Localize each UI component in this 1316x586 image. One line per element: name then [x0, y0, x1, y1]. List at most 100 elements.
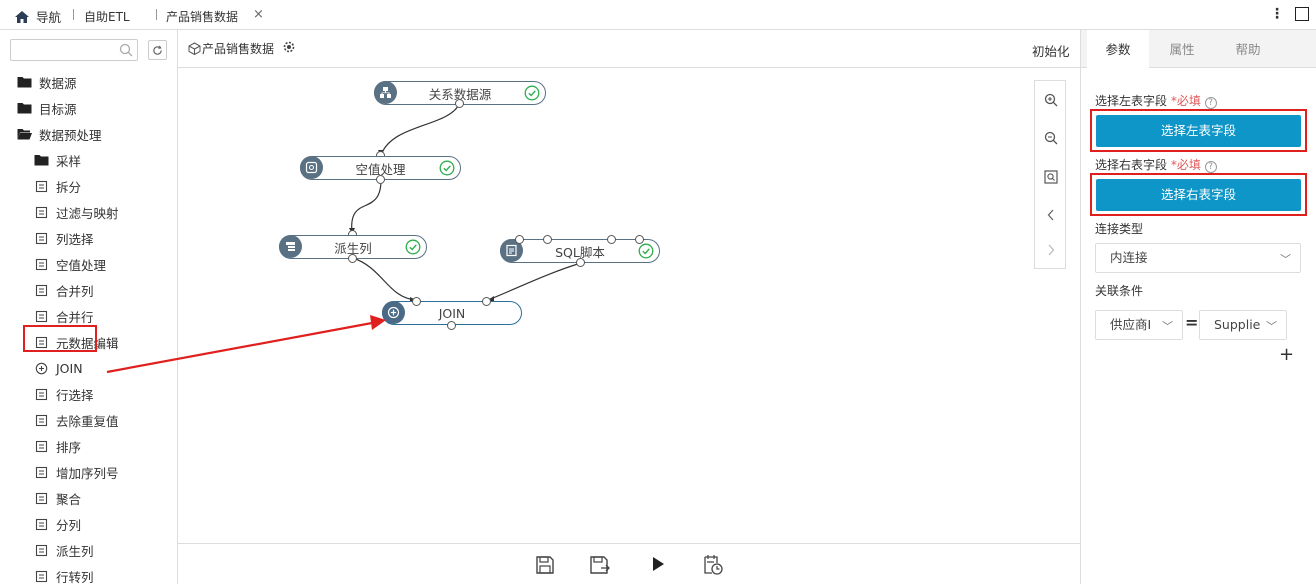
sidebar-item[interactable]: 行选择 [33, 384, 94, 404]
nav-home[interactable]: 导航 [14, 7, 61, 26]
left-button-highlight-box [1090, 109, 1307, 152]
sidebar-item[interactable]: 拆分 [33, 176, 81, 196]
sidebar-item[interactable]: 元数据编辑 [33, 332, 119, 352]
input-port[interactable] [635, 235, 644, 244]
sidebar-item[interactable]: 分列 [33, 514, 81, 534]
select-right-fields-button[interactable]: 选择右表字段 [1096, 179, 1301, 211]
divider [73, 9, 74, 20]
canvas-header: 产品销售数据 初始化 [178, 30, 1080, 68]
input-port[interactable] [543, 235, 552, 244]
sidebar-item[interactable]: 聚合 [33, 488, 81, 508]
sidebar-item-label: 增加序列号 [56, 465, 119, 481]
node-label: 空值处理 [355, 161, 406, 177]
sidebar-item-label: 过滤与映射 [56, 205, 119, 221]
refresh-button[interactable] [148, 40, 167, 60]
sidebar-item-label: 数据源 [39, 75, 77, 91]
etl-crumb[interactable]: 自助ETL [84, 10, 130, 24]
schedule-icon[interactable] [702, 554, 724, 576]
row-select-icon [33, 386, 49, 402]
help-icon[interactable]: ? [1204, 97, 1217, 109]
etl-canvas[interactable]: 关系数据源 空值处理 派生列 SQL脚本 JOIN [178, 68, 1080, 543]
folder-icon [16, 74, 32, 90]
nav-label: 导航 [36, 10, 62, 25]
sidebar-item[interactable]: 去除重复值 [33, 410, 119, 430]
save-as-icon[interactable] [589, 555, 611, 575]
success-check-icon [638, 243, 654, 259]
join-type-select[interactable]: 内连接 ﹀ [1095, 243, 1301, 273]
sidebar-item-label: 派生列 [56, 543, 94, 559]
required-mark: *必填 [1170, 94, 1201, 108]
zoom-out-button[interactable] [1042, 129, 1060, 147]
sidebar-item[interactable]: JOIN [33, 358, 83, 378]
sidebar-item[interactable]: 合并列 [33, 280, 94, 300]
connection-lines [349, 102, 582, 303]
sidebar-item[interactable]: 列选择 [33, 228, 94, 248]
sidebar-item[interactable]: 数据预处理 [16, 124, 102, 144]
tab-help[interactable]: 帮助 [1235, 42, 1261, 57]
chevron-down-icon: ﹀ [1266, 320, 1277, 333]
more-menu-icon[interactable]: ⋮ [1270, 6, 1284, 22]
fit-view-icon [1044, 170, 1058, 184]
output-port[interactable] [576, 258, 585, 267]
sidebar-item[interactable]: 行转列 [33, 566, 94, 586]
node-label: 关系数据源 [428, 86, 492, 102]
aggregate-icon [33, 490, 49, 506]
fit-view-button[interactable] [1042, 168, 1060, 186]
condition-right-select[interactable]: Supplie ﹀ [1199, 310, 1287, 340]
tab-close-icon[interactable]: × [253, 7, 264, 22]
equals-sign: = [1185, 313, 1199, 332]
merge-column-icon [33, 282, 49, 298]
sidebar-item[interactable]: 过滤与映射 [33, 202, 119, 222]
zoom-in-button[interactable] [1042, 91, 1060, 109]
chevron-left-icon[interactable] [1042, 206, 1060, 224]
sidebar-item[interactable]: 数据源 [16, 72, 77, 92]
tab-product-sales[interactable]: 产品销售数据 [166, 10, 239, 24]
input-port[interactable] [607, 235, 616, 244]
search-input[interactable] [10, 39, 138, 61]
sidebar-item[interactable]: 目标源 [16, 98, 77, 118]
run-icon[interactable] [651, 556, 665, 572]
chevron-right-icon[interactable] [1042, 241, 1060, 259]
folder-open-icon [16, 126, 32, 142]
save-icon[interactable] [535, 555, 555, 575]
tab-properties[interactable]: 属性 [1169, 42, 1195, 57]
sidebar-item[interactable]: 派生列 [33, 540, 94, 560]
sidebar-item-label: 分列 [56, 517, 82, 533]
select-value: 内连接 [1110, 250, 1148, 265]
properties-panel: » 参数 属性 帮助 选择左表字段 *必填 ? 选择左表字段 选择右表字段 *必… [1080, 30, 1316, 584]
metadata-icon [33, 334, 49, 350]
add-condition-button[interactable]: + [1279, 344, 1295, 365]
init-button[interactable]: 初始化 [1032, 44, 1070, 59]
input-port[interactable] [482, 297, 491, 306]
condition-left-select[interactable]: 供应商I ﹀ [1095, 310, 1183, 340]
sidebar-item-label: 合并行 [56, 309, 94, 325]
tab-params[interactable]: 参数 [1087, 30, 1149, 68]
output-port[interactable] [376, 175, 385, 184]
sidebar-item[interactable]: 增加序列号 [33, 462, 119, 482]
settings-gear-icon[interactable] [282, 40, 296, 54]
right-field-label: 选择右表字段 *必填 ? [1095, 156, 1217, 173]
output-port[interactable] [455, 99, 464, 108]
sidebar-item[interactable]: 排序 [33, 436, 81, 456]
output-port[interactable] [447, 321, 456, 330]
output-port[interactable] [348, 254, 357, 263]
maximize-icon[interactable] [1295, 7, 1309, 21]
sidebar-item-label: 目标源 [39, 101, 77, 117]
help-icon[interactable]: ? [1204, 161, 1217, 173]
component-sidebar: 数据源目标源数据预处理采样拆分过滤与映射列选择空值处理合并列合并行元数据编辑 JO… [0, 30, 178, 586]
dedupe-icon [33, 412, 49, 428]
label-text: 选择右表字段 [1095, 158, 1168, 172]
page-title: 产品销售数据 [202, 42, 275, 56]
node-join[interactable]: JOIN [382, 301, 522, 325]
node-derived-column[interactable]: 派生列 [279, 235, 427, 259]
success-check-icon [405, 239, 421, 255]
select-value: 供应商I [1110, 317, 1152, 332]
input-port[interactable] [412, 297, 421, 306]
input-port[interactable] [515, 235, 524, 244]
sidebar-item[interactable]: 采样 [33, 150, 81, 170]
sidebar-item[interactable]: 合并行 [33, 306, 94, 326]
select-left-fields-button[interactable]: 选择左表字段 [1096, 115, 1301, 147]
sidebar-item[interactable]: 空值处理 [33, 254, 106, 274]
derived-column-icon [33, 542, 49, 558]
join-type-label: 连接类型 [1095, 222, 1144, 236]
